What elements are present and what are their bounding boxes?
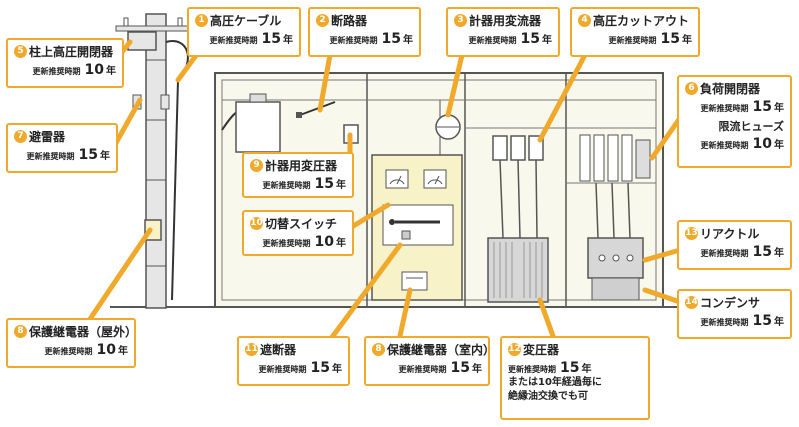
item-name: 変圧器 xyxy=(523,343,560,357)
callout-number-badge: 8 xyxy=(372,343,385,356)
callout-number-badge: 9 xyxy=(250,159,263,172)
reactor-capacitor xyxy=(587,237,644,301)
item-name: 負荷開閉器 xyxy=(700,82,761,96)
callout-number-badge: 8 xyxy=(14,325,27,338)
callout-number-badge: 11 xyxy=(245,343,258,356)
left-section-equipment xyxy=(221,93,359,153)
callout-number-badge: 14 xyxy=(685,296,698,309)
callout-number-badge: 12 xyxy=(508,343,521,356)
cutouts xyxy=(492,135,544,239)
cable-head xyxy=(235,101,281,153)
item-name: 高圧ケーブル xyxy=(210,14,282,28)
item-name: 保護継電器（室内） xyxy=(387,343,496,357)
item-name: 避雷器 xyxy=(29,130,66,144)
callout-number-badge: 13 xyxy=(685,227,698,240)
item-name: 遮断器 xyxy=(260,343,297,357)
transformer-note-line-2: 絶縁油交換でも可 xyxy=(508,391,588,402)
callout-number-badge: 1 xyxy=(195,14,208,27)
item-name: コンデンサ xyxy=(700,296,761,310)
item-name: 計器用変圧器 xyxy=(265,159,338,173)
item-name: 切替スイッチ xyxy=(265,217,338,231)
item-name: リアクトル xyxy=(700,227,760,241)
item-name: 断路器 xyxy=(331,14,368,28)
item-name: 柱上高圧開閉器 xyxy=(29,45,114,59)
callout-number-badge: 5 xyxy=(14,45,27,58)
transformer-note-line-1: または10年経過毎に xyxy=(508,377,602,388)
callout-number-badge: 4 xyxy=(578,14,591,27)
item-name: 計器用変流器 xyxy=(469,14,542,28)
callout-number-badge: 10 xyxy=(250,217,263,230)
item-name: 高圧カットアウト xyxy=(593,14,690,28)
load-switch xyxy=(579,134,651,239)
callout-number-badge: 3 xyxy=(454,14,467,27)
transformer xyxy=(487,237,549,303)
callout-number-badge: 6 xyxy=(685,82,698,95)
callout-number-badge: 7 xyxy=(14,130,27,143)
fuse-name: 限流ヒューズ xyxy=(718,120,784,133)
item-name: 保護継電器（屋外） xyxy=(29,325,138,339)
callout-number-badge: 2 xyxy=(316,14,329,27)
